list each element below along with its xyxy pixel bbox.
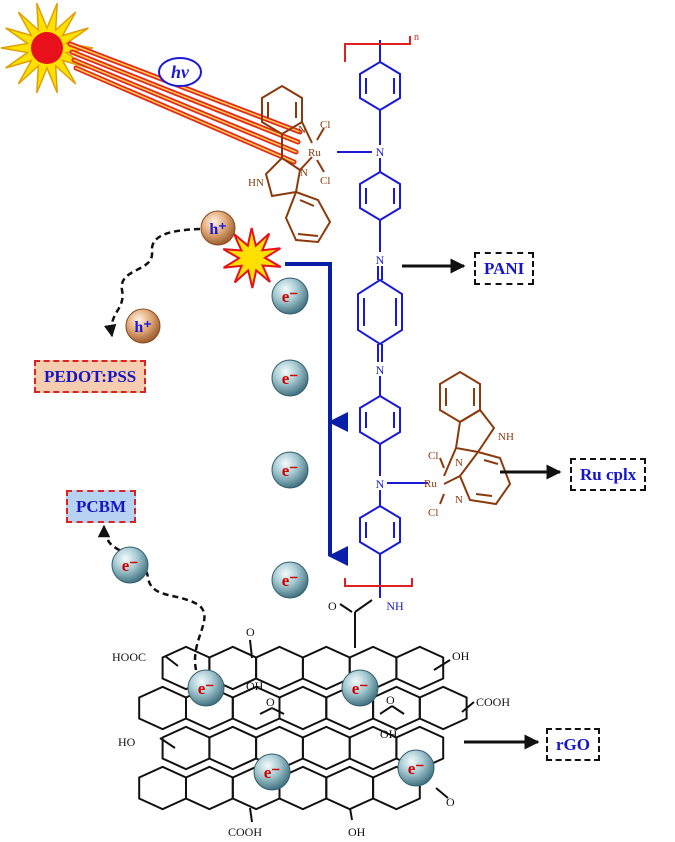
svg-text:COOH: COOH — [228, 825, 262, 839]
electron-text: e⁻ — [264, 763, 281, 782]
electron-text: e⁻ — [282, 287, 299, 306]
hole-text: h⁺ — [209, 221, 226, 238]
rgo-hex-ring — [325, 765, 375, 811]
svg-text:N: N — [376, 253, 385, 267]
photon-label: hν — [158, 57, 202, 87]
svg-text:HOOC: HOOC — [112, 650, 146, 664]
svg-text:O: O — [446, 795, 455, 809]
rgo-label: rGO — [546, 728, 600, 761]
sun-icon — [0, 2, 94, 94]
svg-text:N: N — [298, 124, 306, 136]
svg-text:Ru: Ru — [424, 478, 437, 490]
rgo-hex-ring — [161, 725, 211, 771]
hole-text: h⁺ — [134, 319, 151, 336]
rgo-hex-ring — [208, 725, 258, 771]
svg-text:Cl: Cl — [428, 507, 438, 519]
rgo-hex-ring — [278, 685, 328, 731]
svg-text:Cl: Cl — [320, 119, 330, 131]
svg-text:NH: NH — [498, 431, 514, 443]
electron-marker: e⁻ — [397, 749, 435, 787]
rgo-hex-ring — [138, 765, 187, 811]
electron-marker: e⁻ — [187, 669, 225, 707]
electron-text: e⁻ — [352, 679, 369, 698]
rgo-hex-ring — [301, 725, 351, 771]
electron-text: e⁻ — [282, 461, 299, 480]
electron-transfer-arrow — [285, 262, 348, 566]
svg-text:O: O — [328, 599, 337, 613]
electron-markers: e⁻ e⁻ e⁻ e⁻ e⁻ e⁻ e⁻ e⁻ e⁻ — [111, 277, 435, 791]
rgo-groups: O O HOOC OH COOH HO OH O O OH OH COOH O — [112, 599, 510, 839]
svg-text:OH: OH — [452, 649, 470, 663]
ru-complex-top — [261, 84, 332, 244]
rgo-hex-ring — [185, 765, 234, 811]
label-arrows — [402, 258, 562, 750]
svg-text:Ru: Ru — [308, 147, 321, 159]
excitation-star-icon — [222, 227, 282, 289]
svg-text:OH: OH — [380, 727, 398, 741]
svg-text:OH: OH — [246, 679, 264, 693]
svg-text:COOH: COOH — [476, 695, 510, 709]
hole-transfer-path — [103, 227, 201, 338]
pani-chain — [337, 40, 428, 598]
svg-text:NH: NH — [386, 599, 404, 613]
electron-marker: e⁻ — [341, 669, 379, 707]
pcbm-label: PCBM — [66, 490, 137, 523]
ru-complex-bottom — [439, 370, 512, 506]
hole-markers: h⁺ h⁺ — [125, 210, 236, 344]
svg-text:O: O — [246, 625, 255, 639]
chain-atoms: N N N N NH — [376, 145, 404, 613]
electron-transfer-path-pcbm — [97, 524, 206, 671]
pani-label: PANI — [474, 252, 535, 285]
rgo-hex-ring — [138, 685, 187, 731]
electron-text: e⁻ — [198, 679, 215, 698]
svg-text:HN: HN — [248, 177, 264, 189]
rgo-hex-ring — [395, 645, 445, 691]
ru-complex-top-atoms: Ru Cl Cl N N HN — [248, 119, 330, 189]
electron-marker: e⁻ — [111, 546, 149, 584]
electron-text: e⁻ — [282, 369, 299, 388]
svg-text:Cl: Cl — [428, 450, 438, 462]
electron-text: e⁻ — [282, 571, 299, 590]
svg-text:HO: HO — [118, 735, 136, 749]
svg-text:O: O — [386, 693, 395, 707]
hv-text: hν — [171, 62, 190, 82]
svg-text:N: N — [376, 477, 385, 491]
ru-complex-label: Ru cplx — [570, 458, 647, 491]
pedot-pss-label: PEDOT:PSS — [34, 360, 147, 393]
svg-text:OH: OH — [348, 825, 366, 839]
electron-text: e⁻ — [408, 759, 425, 778]
svg-text:N: N — [376, 145, 385, 159]
svg-text:N: N — [376, 363, 385, 377]
ru-complex-bottom-atoms: Ru Cl Cl N N NH — [424, 431, 514, 519]
rgo-bonds — [159, 599, 475, 823]
polymer-brackets — [344, 36, 413, 587]
svg-text:O: O — [266, 695, 275, 709]
n-subscript: n — [414, 32, 419, 43]
electron-marker: e⁻ — [253, 753, 291, 791]
hole-marker: h⁺ — [200, 210, 236, 246]
electron-marker: e⁻ — [271, 277, 309, 315]
svg-text:N: N — [455, 457, 463, 469]
electron-text: e⁻ — [122, 556, 139, 575]
electron-marker: e⁻ — [271, 451, 309, 489]
hole-marker: h⁺ — [125, 308, 161, 344]
electron-marker: e⁻ — [271, 561, 309, 599]
electron-marker: e⁻ — [271, 359, 309, 397]
svg-text:N: N — [455, 494, 463, 506]
svg-text:N: N — [300, 167, 308, 179]
svg-text:Cl: Cl — [320, 175, 330, 187]
rgo-hex-ring — [418, 685, 468, 731]
